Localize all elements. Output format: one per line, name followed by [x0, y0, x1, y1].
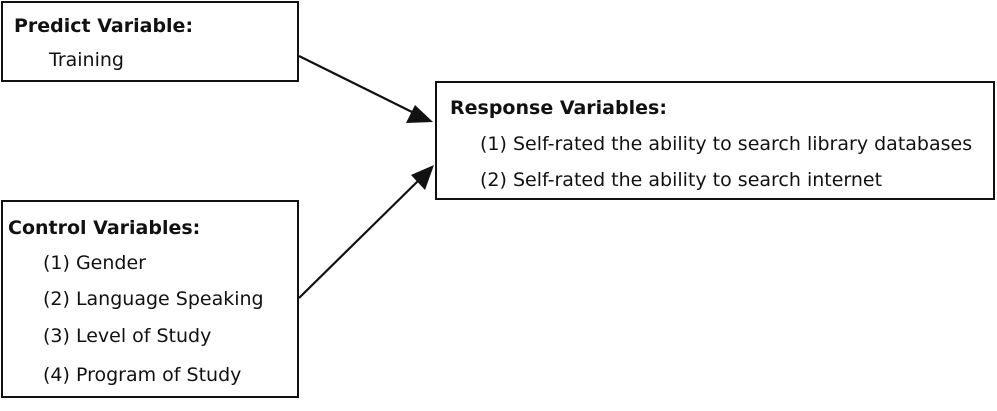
control-variable-item: (3) Level of Study [43, 325, 212, 347]
control-variable-item: (1) Gender [43, 252, 146, 274]
arrow-predict-line [298, 55, 415, 114]
control-variables-title: Control Variables: [8, 217, 201, 239]
arrow-predict-head [406, 105, 433, 123]
predict-variable-box: Predict Variable: Training [1, 1, 299, 82]
response-variable-item: (2) Self-rated the ability to search int… [480, 169, 883, 191]
predict-variable-title: Predict Variable: [14, 15, 194, 37]
control-variables-box: Control Variables: (1) Gender (2) Langua… [1, 200, 299, 398]
response-variables-box: Response Variables: (1) Self-rated the a… [435, 81, 995, 200]
control-variable-item: (2) Language Speaking [43, 288, 264, 310]
response-variables-title: Response Variables: [450, 97, 667, 119]
control-variable-item: (4) Program of Study [43, 364, 242, 386]
arrow-control-line [298, 178, 421, 299]
response-variable-item: (1) Self-rated the ability to search lib… [480, 133, 973, 155]
predict-variable-item: Training [49, 49, 124, 71]
arrow-control-head [411, 165, 434, 190]
arrow-predict-to-response [298, 55, 433, 123]
arrow-control-to-response [298, 165, 434, 299]
